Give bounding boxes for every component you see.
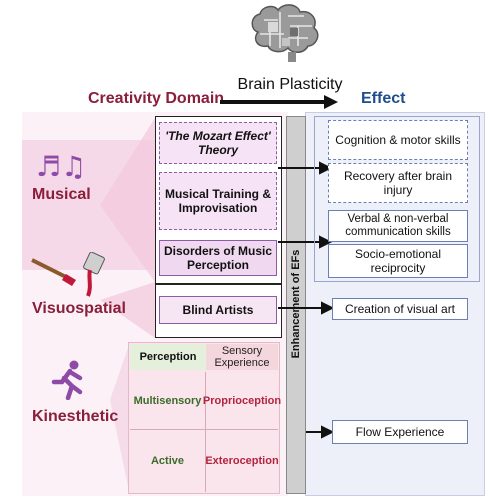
musical-effects-group (314, 116, 480, 282)
music-perception-disorders-box: Disorders of Music Perception (159, 240, 277, 276)
grid-cell-multisensory: Multisensory (130, 372, 206, 430)
enhancement-of-efs-bar (286, 116, 306, 494)
music-notes-icon: ♬♫ (36, 150, 87, 183)
effect-verbal-communication: Verbal & non-verbal communication skills (328, 210, 468, 242)
running-person-icon (51, 360, 83, 400)
domain-visuospatial: Visuospatial (32, 300, 126, 317)
effect-creation-visual-art: Creation of visual art (332, 298, 468, 320)
grid-header-perception: Perception (130, 344, 206, 370)
effect-title: Effect (361, 90, 406, 107)
grid-header-sensory-experience: Sensory Experience (206, 344, 278, 370)
effect-recovery-brain-injury: Recovery after brain injury (328, 163, 468, 203)
brain-plasticity-title: Brain Plasticity (237, 76, 343, 93)
grid-cell-proprioception: Proprioception (203, 372, 281, 430)
paint-brush-icon (31, 252, 105, 297)
domain-musical: Musical (32, 186, 91, 203)
effect-cognition-motor: Cognition & motor skills (328, 120, 468, 160)
grid-cell-exteroception: Exteroception (205, 455, 279, 467)
effect-flow-experience: Flow Experience (332, 420, 468, 444)
effect-socio-emotional: Socio-emotional reciprocity (328, 244, 468, 278)
mozart-effect-box: 'The Mozart Effect' Theory (159, 122, 277, 164)
brain-plasticity-arrow (220, 95, 338, 109)
musical-training-box: Musical Training & Improvisation (159, 172, 277, 230)
creativity-domain-title: Creativity Domain (88, 90, 225, 107)
blind-artists-box: Blind Artists (159, 296, 277, 324)
grid-cell-active: Active (130, 430, 206, 492)
brain-puzzle-icon (251, 4, 319, 62)
domain-kinesthetic: Kinesthetic (32, 408, 119, 425)
